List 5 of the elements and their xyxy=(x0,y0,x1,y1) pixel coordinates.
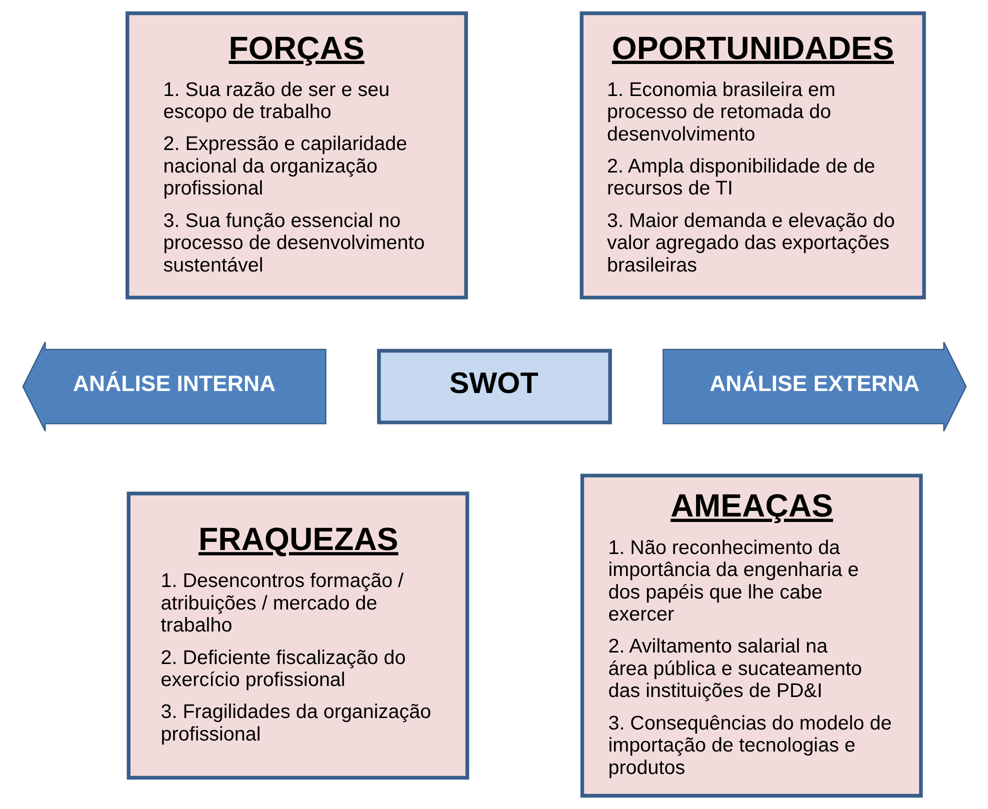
node-box: SWOT xyxy=(376,348,612,424)
node-box: OPORTUNIDADES 1. Economia brasileira em processo de retomada do desenvolvimento 2. Ampla disponibilidade de de recursos de TI 3. Maior demanda e elevação do valor agregado das exportações brasileiras xyxy=(579,11,926,300)
node-box: FRAQUEZAS 1. Desencontros formação / atribuições / mercado de trabalho 2. Deficiente fiscalização do exercício profissional 3. Fragilidades da organização profissional xyxy=(126,492,469,780)
node-box: AMEAÇAS 1. Não reconhecimento da importância da engenharia e dos papéis que lhe cabe exercer 2. Aviltamento salarial na área pública e sucateamento das instituições de PD&I 3. Consequências do modelo de importação de tecnologias e produtos xyxy=(580,474,922,798)
node-box: FORÇAS 1. Sua razão de ser e seu escopo de trabalho 2. Expressão e capilaridade nacional da organização profissional 3. Sua função essencial no processo de desenvolvimento sustentável xyxy=(125,11,468,300)
